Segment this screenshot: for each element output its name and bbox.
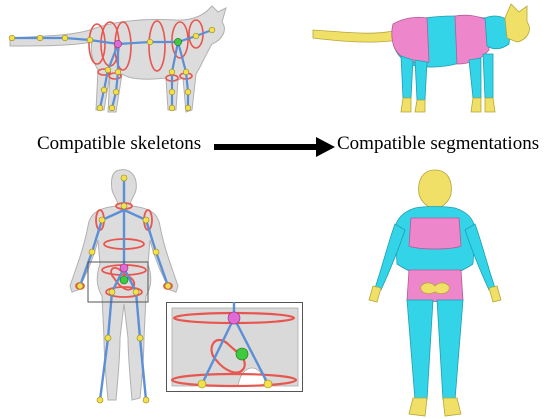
human-center-joint-green (120, 276, 128, 284)
zoom-inset-figure (166, 302, 303, 392)
cat-skeleton-panel (0, 0, 240, 125)
zoom-center-joint-pink (228, 312, 240, 324)
human-legs-cyan (407, 300, 463, 400)
human-segmentation-panel (355, 168, 515, 419)
cat-head-yellow (505, 4, 529, 42)
caption-compatible-skeletons: Compatible skeletons (37, 133, 201, 155)
human-segmentation-figure (355, 168, 515, 419)
zoom-inset-panel (166, 302, 303, 392)
cat-paws-yellow (401, 98, 495, 112)
cat-tail-yellow (313, 30, 397, 42)
zoom-center-joint-green (236, 348, 248, 360)
cat-segmentation-panel (305, 0, 552, 125)
human-feet-yellow (409, 398, 461, 416)
cat-center-joint-green (174, 38, 181, 45)
arrow-right-icon (214, 136, 336, 158)
cat-skeleton-figure (0, 0, 240, 125)
human-head-yellow (419, 170, 452, 208)
zoom-joint-left (198, 380, 206, 388)
cat-hips-pink (392, 17, 429, 63)
caption-compatible-segmentations: Compatible segmentations (337, 133, 539, 155)
zoom-joint-right (264, 380, 272, 388)
human-center-joint-pink (120, 264, 128, 272)
cat-center-joint-pink (114, 40, 121, 47)
human-back-pink (409, 218, 461, 249)
cat-segmentation-figure (305, 0, 552, 125)
